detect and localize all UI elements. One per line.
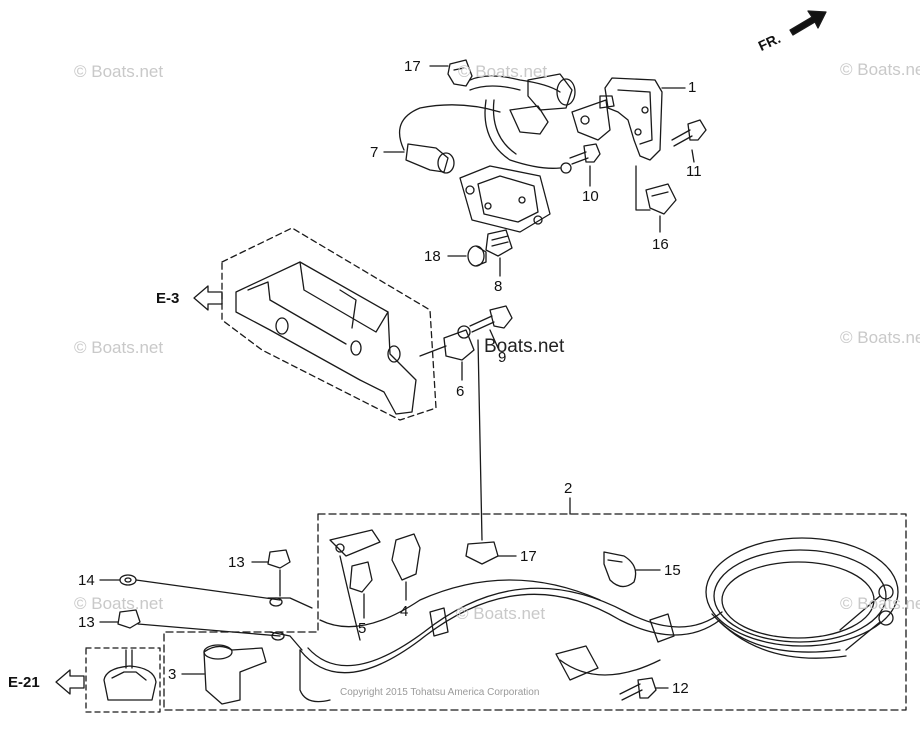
bolt-11 (671, 119, 707, 147)
callout-11: 11 (686, 163, 702, 180)
connector-7 (399, 104, 501, 174)
nut-13-upper (267, 549, 291, 569)
watermark-center: Boats.net (484, 336, 565, 357)
callout-7: 7 (370, 144, 379, 161)
callout-1: 1 (688, 79, 697, 96)
cable-coil (705, 537, 899, 659)
leader-16a (635, 165, 651, 211)
grommet-8 (485, 229, 513, 257)
callout-13-lower: 13 (78, 614, 95, 631)
leader-6a (419, 345, 447, 357)
callout-12: 12 (672, 680, 689, 697)
watermark-low-right: © Boats.net (840, 594, 920, 613)
callout-2: 2 (564, 480, 573, 497)
e3-arrow (193, 285, 223, 311)
assembly-2-box (163, 513, 907, 711)
leader-9 (489, 329, 499, 349)
callout-17-top: 17 (404, 58, 421, 75)
module-plate (459, 165, 551, 233)
callout-8: 8 (494, 278, 503, 295)
callout-16: 16 (652, 236, 669, 253)
callout-10: 10 (582, 188, 599, 205)
watermark-top-mid: © Boats.net (458, 62, 548, 81)
watermark-top-right: © Boats.net (840, 60, 920, 79)
bracket-part (571, 77, 663, 161)
starter-terminal (103, 649, 157, 701)
cable-end-upper (329, 529, 381, 641)
clip-16 (645, 183, 677, 215)
clamp-6 (443, 329, 475, 361)
callout-13-upper: 13 (228, 554, 245, 571)
watermark-mid-left: © Boats.net (74, 338, 164, 357)
boot-3 (203, 644, 267, 705)
cap-18 (467, 245, 487, 267)
watermark-top-left: © Boats.net (74, 62, 164, 81)
engine-bracket-ghost (221, 227, 437, 421)
bolt-12 (619, 677, 657, 701)
washer-14 (119, 574, 137, 586)
bolt-10 (569, 143, 601, 165)
watermark-low-mid: © Boats.net (456, 604, 546, 623)
callout-4: 4 (400, 603, 409, 620)
harness-upper (469, 73, 576, 174)
leader-13b-long (137, 623, 281, 637)
leader-9-down (477, 339, 483, 541)
clip-17-lower (465, 541, 499, 565)
clip-17-top (447, 59, 473, 87)
leader-11 (691, 149, 695, 163)
leader-14-long (135, 579, 281, 601)
callout-15: 15 (664, 562, 681, 579)
bolt-9 (457, 305, 513, 339)
callout-6: 6 (456, 383, 465, 400)
engine-bracket (235, 261, 417, 415)
e21-arrow (55, 669, 85, 695)
starter-box (85, 647, 161, 713)
copyright-notice: Copyright 2015 Tohatsu America Corporati… (340, 687, 540, 698)
ring-terminal-left (267, 597, 331, 703)
band-15 (603, 551, 637, 588)
callout-9: 9 (498, 349, 507, 366)
terminal-cover-5 (349, 561, 373, 593)
ring-terminal-right (839, 584, 894, 651)
terminal-cover-4 (391, 533, 421, 581)
watermark-mid-right: © Boats.net (840, 328, 920, 347)
fr-arrow (789, 10, 827, 36)
callout-5: 5 (358, 620, 367, 637)
cable-run (299, 579, 723, 681)
ref-e3-label: E-3 (156, 290, 180, 307)
ref-e21-label: E-21 (8, 674, 40, 691)
callout-17-lower: 17 (520, 548, 537, 565)
watermark-low-left: © Boats.net (74, 594, 164, 613)
callout-18: 18 (424, 248, 441, 265)
callout-3: 3 (168, 666, 177, 683)
callout-14: 14 (78, 572, 95, 589)
